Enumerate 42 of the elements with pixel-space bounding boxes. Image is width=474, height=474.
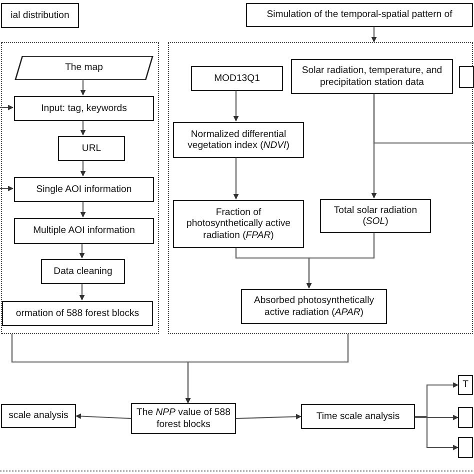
process-box: Fraction of photosynthetically active radiation (FPAR) [173, 200, 304, 248]
blank-box [458, 437, 473, 458]
process-box: T [458, 375, 473, 395]
arrow [233, 157, 239, 200]
arrow [80, 201, 86, 218]
arrow [233, 90, 239, 122]
process-box: Data cleaning [41, 259, 125, 284]
process-box: Solar radiation, temperature, and precipitation station data [291, 59, 453, 94]
arrow [0, 104, 14, 110]
process-box: URL [58, 136, 125, 161]
process-box: Input: tag, keywords [14, 96, 154, 121]
process-box: ial distribution [1, 3, 79, 28]
process-box: Multiple AOI information [14, 218, 154, 244]
arrow [236, 414, 302, 420]
blank-box [458, 407, 473, 428]
arrow [0, 186, 14, 192]
arrow [306, 232, 375, 289]
process-box: MOD13Q1 [191, 66, 283, 91]
process-box: Simulation of the temporal-spatial pattern of [246, 3, 473, 27]
process-box: Time scale analysis [301, 404, 415, 429]
process-box: ormation of 588 forest blocks [2, 301, 153, 326]
dotted-frame [1, 42, 159, 334]
dotted-frame [168, 42, 473, 334]
arrow [80, 79, 86, 96]
arrow [371, 27, 377, 43]
arrow [75, 413, 132, 420]
process-box: The NPP value of 588 forest blocks [131, 403, 236, 434]
arrow [80, 120, 86, 136]
arrow [80, 160, 86, 177]
blank-box [459, 66, 474, 88]
input-parallelogram: The map [14, 56, 154, 80]
process-box: Normalized differential vegetation index (NDVI) [173, 122, 304, 158]
arrow [79, 243, 85, 259]
arrow [415, 416, 459, 450]
process-box: Single AOI information [14, 177, 154, 202]
arrow [415, 414, 459, 420]
process-box: scale analysis [1, 404, 76, 428]
arrow [79, 283, 85, 301]
connector-line [373, 93, 474, 144]
process-box: Total solar radiation (SOL) [320, 199, 431, 233]
arrow [185, 334, 349, 404]
process-box: Absorbed photosynthetically active radiation (APAR) [241, 289, 387, 324]
